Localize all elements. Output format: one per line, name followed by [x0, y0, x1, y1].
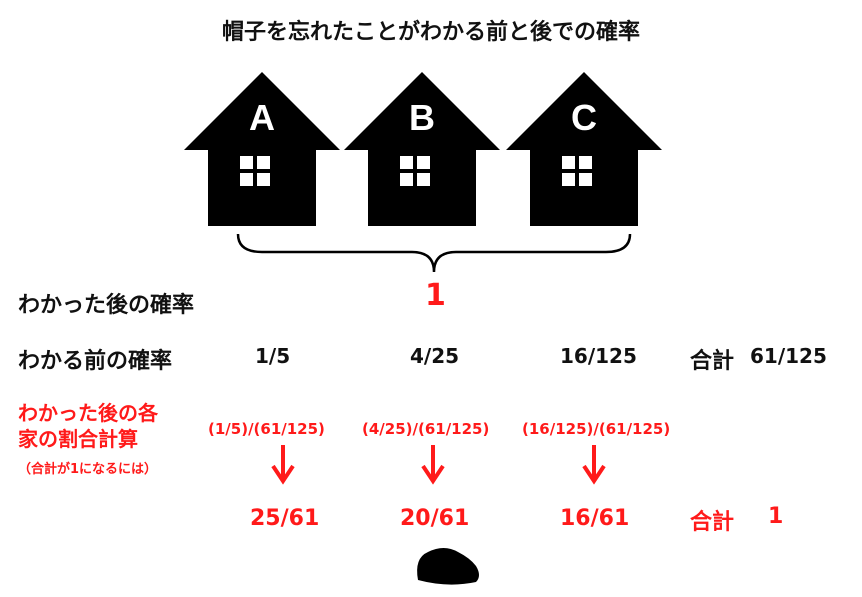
before-total-label: 合計	[690, 349, 735, 374]
result-total-value: 1	[768, 504, 784, 529]
curly-brace	[236, 233, 632, 273]
result-b: 20/61	[400, 506, 470, 531]
arrow-b	[421, 445, 445, 485]
before-value-c: 16/125	[560, 344, 637, 368]
before-value-b: 4/25	[410, 344, 460, 368]
house-a: A	[184, 72, 340, 226]
result-c: 16/61	[560, 506, 630, 531]
before-value-a: 1/5	[255, 344, 291, 368]
after-probability-label: わかった後の確率	[18, 293, 195, 318]
house-c: C	[506, 72, 662, 226]
calc-label-line2: 家の割合計算	[18, 427, 138, 451]
hat-icon	[417, 548, 479, 585]
before-probability-label: わかる前の確率	[18, 349, 173, 374]
house-label-c: C	[571, 97, 597, 138]
calc-expression-b: (4/25)/(61/125)	[362, 420, 490, 438]
calc-note: （合計が1になるには）	[18, 462, 158, 477]
result-a: 25/61	[250, 506, 320, 531]
house-b: B	[344, 72, 500, 226]
calc-label-line1: わかった後の各	[18, 401, 158, 425]
arrow-c	[582, 445, 606, 485]
page-title: 帽子を忘れたことがわかる前と後での確率	[221, 20, 640, 45]
arrow-a	[271, 445, 295, 485]
after-probability-value: 1	[425, 278, 446, 313]
calc-expression-a: (1/5)/(61/125)	[208, 420, 325, 438]
result-total-label: 合計	[690, 510, 735, 535]
before-total-value: 61/125	[750, 344, 827, 368]
house-label-b: B	[409, 97, 435, 138]
house-label-a: A	[249, 97, 275, 138]
calc-expression-c: (16/125)/(61/125)	[522, 420, 671, 438]
